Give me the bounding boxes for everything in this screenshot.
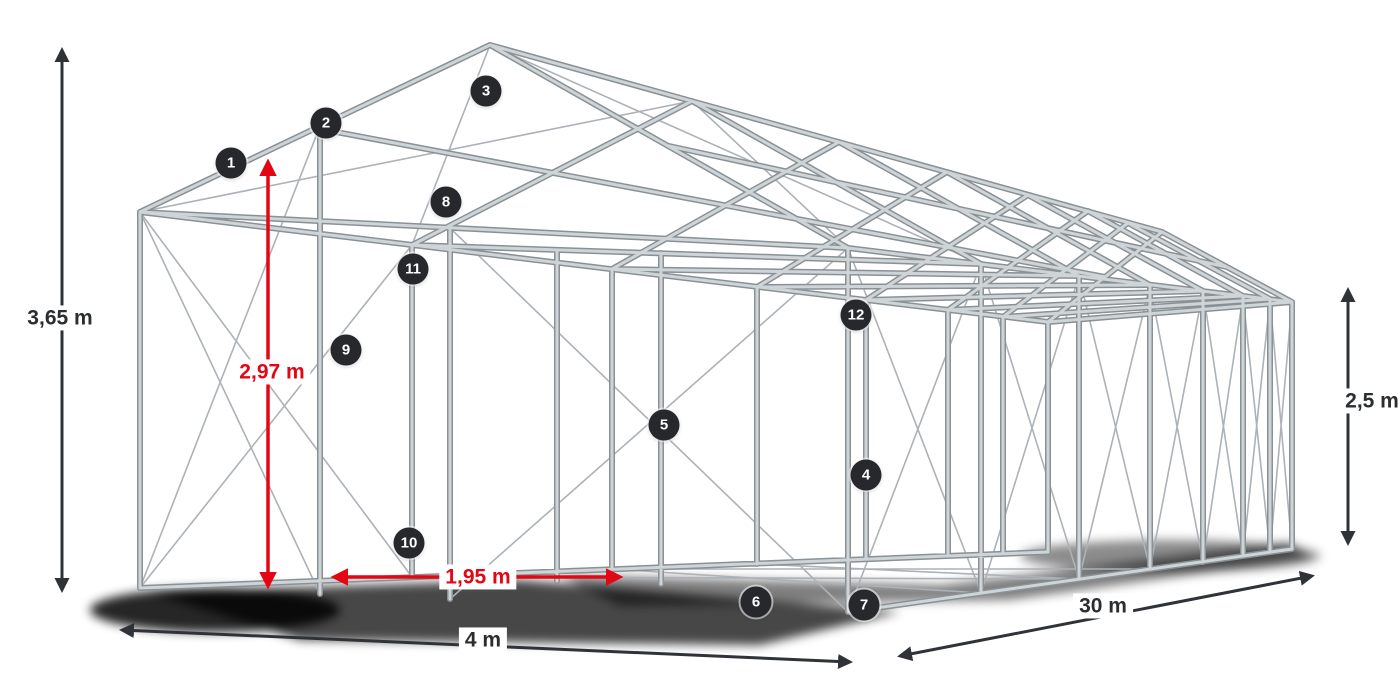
ground-shadow-layer — [90, 540, 1320, 645]
dim-inner-height-label: 2,97 m — [233, 359, 311, 385]
dim-length-label: 30 m — [1073, 593, 1133, 619]
callout-badge-7: 7 — [848, 589, 880, 621]
callout-badge-1: 1 — [215, 147, 247, 179]
callout-badge-11: 11 — [397, 253, 429, 285]
callout-badge-9: 9 — [330, 334, 362, 366]
dim-side-height-label: 2,5 m — [1339, 388, 1400, 414]
dim-passage-width-label: 1,95 m — [439, 564, 517, 590]
callout-badge-8: 8 — [430, 186, 462, 218]
callout-badge-2: 2 — [310, 107, 342, 139]
callout-badge-3: 3 — [470, 75, 502, 107]
dim-width-label: 4 m — [458, 627, 508, 653]
callout-badge-10: 10 — [393, 527, 425, 559]
callout-badge-6: 6 — [740, 586, 772, 618]
callout-badge-4: 4 — [850, 459, 882, 491]
callout-badge-12: 12 — [840, 299, 872, 331]
callout-badge-5: 5 — [648, 409, 680, 441]
dim-ridge-height-label: 3,65 m — [21, 305, 99, 331]
